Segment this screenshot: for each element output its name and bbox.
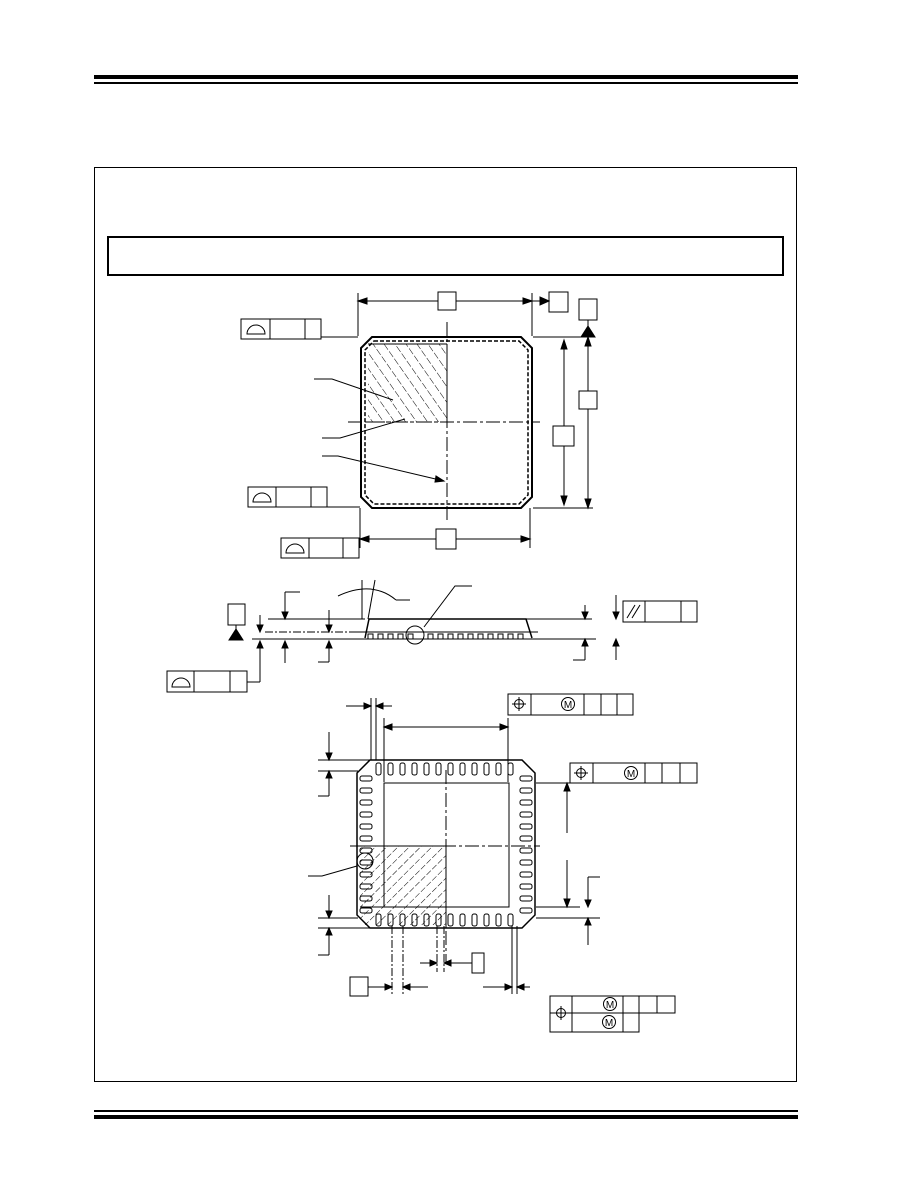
angle-arc [337, 588, 397, 601]
fcf-position-1 [507, 693, 634, 716]
top-view [314, 291, 598, 550]
side-view-body [364, 618, 533, 639]
true-position-icon [512, 697, 526, 711]
datum-box-top [548, 291, 569, 313]
note-box [107, 236, 784, 276]
top-rule-thick [94, 75, 798, 79]
datum-triangle-icon [228, 628, 244, 641]
top-view-body-inner [364, 340, 529, 505]
mmc-modifier: M [627, 769, 635, 780]
leader-3 [322, 455, 445, 482]
top-rule-thin [94, 82, 798, 84]
leader-detail-bottom [308, 865, 358, 877]
dim-box-inner-height [552, 425, 575, 447]
top-view-hatch [368, 344, 447, 422]
dim-box-lead-gap [471, 952, 485, 974]
side-view [227, 579, 620, 683]
fcf-position-2 [569, 762, 698, 784]
dim-box-bottom-width [435, 528, 457, 550]
fcf-profile-2 [247, 486, 360, 508]
fcf-position-composite [549, 995, 676, 1033]
dim-box-lead-pitch [349, 976, 369, 997]
profile-icon [252, 492, 272, 503]
fcf-parallelism [622, 600, 698, 623]
dim-box-top-width [437, 291, 457, 311]
fcf-profile-4 [166, 670, 248, 693]
fcf-profile-1 [240, 318, 358, 340]
true-position-icon [574, 766, 588, 780]
detail-circle-bottom [356, 852, 374, 870]
leader-2 [322, 418, 406, 439]
dim-box-right-height [578, 390, 598, 410]
true-position-icon [554, 1006, 568, 1020]
leader-1 [314, 378, 394, 401]
bottom-pads-left [359, 775, 373, 914]
datum-box-left [227, 603, 246, 626]
datum-box-right [578, 298, 598, 321]
bottom-rule-thin [94, 1110, 798, 1112]
mmc-modifier: M [606, 1000, 614, 1011]
top-view-body [360, 336, 533, 509]
detail-circle-side [405, 625, 425, 645]
drawing-frame [94, 167, 797, 1082]
bottom-view-body [356, 759, 536, 929]
bottom-pads-top [375, 762, 514, 776]
fcf-profile-3 [280, 537, 360, 559]
mmc-modifier: M [564, 700, 572, 711]
profile-icon [246, 324, 266, 335]
mmc-modifier: M [605, 1018, 613, 1029]
profile-icon [171, 677, 191, 688]
leader-detail [423, 585, 472, 628]
parallelism-icon [626, 604, 641, 619]
bottom-view [308, 698, 600, 997]
bottom-view-hatch [360, 846, 446, 925]
bottom-rule-thick [94, 1115, 798, 1119]
side-leads [367, 633, 524, 640]
datum-triangle-icon [580, 325, 596, 338]
profile-icon [285, 543, 305, 554]
bottom-pads-right [519, 775, 533, 914]
